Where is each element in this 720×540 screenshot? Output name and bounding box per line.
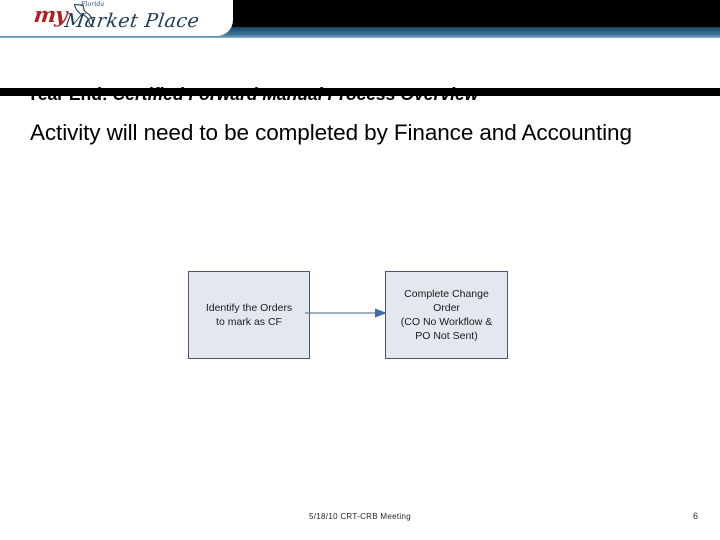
title-bar: Year End: Certified Forward Manual Proce…	[0, 38, 720, 104]
header-banner: my Florida Market Place	[0, 0, 720, 38]
logo-market-place-text: Market Place	[63, 10, 201, 32]
flow-node-complete-change-order-line-1: Complete Change	[404, 288, 489, 300]
body-heading: Activity will need to be completed by Fi…	[30, 120, 632, 145]
flow-node-complete-change-order-label: Complete Change Order (CO No Workflow & …	[397, 287, 496, 343]
flow-node-complete-change-order-line-2: Order	[433, 302, 460, 314]
flow-node-identify-orders-label: Identify the Orders to mark as CF	[202, 301, 296, 329]
flow-node-identify-orders-line-1: Identify the Orders	[205, 302, 293, 314]
header-divider-rule	[0, 88, 720, 96]
logo-panel: my Florida Market Place	[0, 0, 233, 36]
flow-node-complete-change-order-line-4: PO Not Sent)	[415, 330, 478, 342]
logo-florida-text: Florida	[81, 1, 105, 8]
logo-my-text: my	[32, 2, 68, 27]
flow-node-complete-change-order[interactable]: Complete Change Order (CO No Workflow & …	[385, 271, 508, 359]
flow-node-identify-orders-line-2: to mark as CF	[216, 316, 282, 328]
flow-connector-arrow-icon[interactable]	[305, 306, 390, 320]
flow-node-identify-orders[interactable]: Identify the Orders to mark as CF	[188, 271, 310, 359]
my-florida-market-place-logo: my Florida Market Place	[32, 1, 214, 34]
page-number: 6	[692, 511, 698, 521]
florida-state-outline-icon	[73, 3, 94, 27]
footer-note: 5/18/10 CRT-CRB Meeting	[309, 512, 411, 521]
flow-node-complete-change-order-line-3: (CO No Workflow &	[400, 316, 493, 328]
header-blue-strip	[0, 27, 720, 38]
